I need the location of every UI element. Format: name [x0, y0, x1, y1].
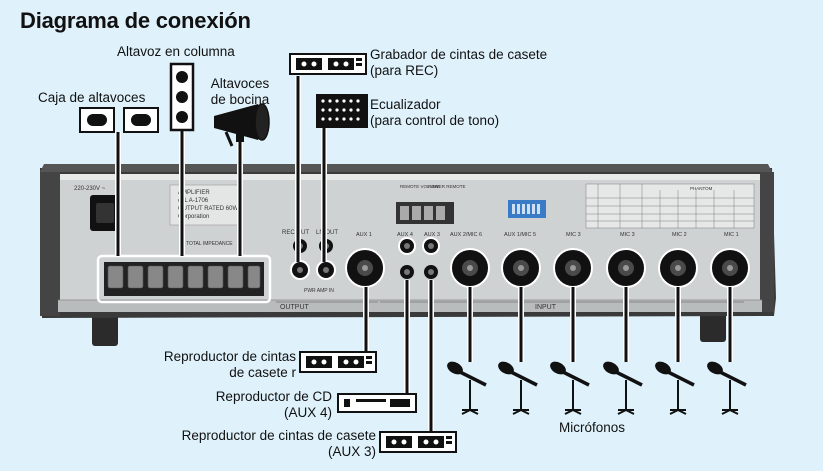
xlr-aux2mic6 [450, 248, 490, 288]
remote-volume-label: REMOTE VOLUME [400, 184, 440, 189]
label-cd-player-1: Reproductor de CD [215, 389, 332, 404]
power-remote-label: POWER REMOTE [428, 184, 466, 189]
cd-player-icon [337, 393, 417, 413]
phantom-settings-table [585, 183, 755, 229]
xlr-mic4 [553, 248, 593, 288]
microphone-icon [655, 361, 695, 415]
xlr-mic2 [658, 248, 698, 288]
mic4-label: MIC 3 [620, 232, 635, 238]
aux1-label: AUX 1 [356, 232, 372, 238]
aux3-jacks [422, 237, 440, 279]
phantom-label: PHANTOM [690, 186, 713, 191]
aux1mic5-label: AUX 1/MIC 5 [504, 232, 536, 238]
model-label-3: OUTPUT RATED 60W [178, 206, 238, 212]
model-label-1: AMPLIFIER [178, 190, 210, 196]
output-label: OUTPUT [280, 304, 310, 311]
xlr-aux1mic5 [501, 248, 541, 288]
microphone-icon [707, 361, 747, 415]
ln-out-label: LN OUT [316, 230, 338, 236]
aux4-jacks [398, 237, 416, 279]
equalizer-icon [316, 94, 368, 128]
label-column-speaker: Altavoz en columna [117, 44, 235, 59]
total-impedance-label: TOTAL IMPEDANCE [186, 241, 233, 247]
pwr-amp-in-label: PWR AMP IN [304, 288, 334, 294]
cassette-player-aux3-icon [379, 431, 457, 453]
amp-foot-right [700, 308, 726, 342]
cassette-player-r-icon [299, 351, 377, 373]
mic1-label: MIC 1 [724, 232, 739, 238]
microphone-icon [603, 361, 643, 415]
label-microphones: Micrófonos [559, 420, 626, 435]
amp-foot-left [92, 312, 118, 346]
aux3-label: AUX 3 [424, 232, 440, 238]
model-label-4: Corporation [178, 214, 209, 220]
microphone-icons [447, 361, 747, 415]
label-cassette-player-r-1: Reproductor de cintas [163, 349, 296, 364]
model-label-2: ceL A-1706 [178, 198, 209, 204]
label-cassette-player-r-2: de casete r [229, 365, 296, 380]
xlr-aux1 [345, 248, 385, 288]
label-cassette-recorder-1: Grabador de cintas de casete [370, 47, 548, 62]
horn-speaker-icon [214, 103, 270, 147]
cassette-recorder-icon [289, 53, 367, 75]
microphone-icon [447, 361, 487, 415]
microphone-icon [498, 361, 538, 415]
input-label: INPUT [535, 304, 557, 311]
column-speaker-icon [169, 62, 195, 132]
label-cassette-recorder-2: (para REC) [370, 63, 439, 78]
mic3-label: MIC 3 [566, 232, 581, 238]
label-cassette-player-aux3-2: (AUX 3) [327, 444, 376, 459]
label-horn-speaker-1: Altavoces [210, 76, 270, 91]
speaker-box-icon [79, 107, 159, 133]
microphone-icon [550, 361, 590, 415]
label-cassette-player-aux3-1: Reproductor de cintas de casete [181, 428, 376, 443]
label-horn-speaker-2: de bocina [210, 92, 270, 107]
mic2-label: MIC 2 [672, 232, 687, 238]
input-xlr-jacks [345, 248, 750, 288]
diagram-title: Diagrama de conexión [20, 8, 251, 33]
label-speaker-box: Caja de altavoces [38, 90, 146, 105]
voltage-label: 220-230V ~ [74, 186, 106, 192]
cables [115, 76, 733, 444]
xlr-mic1 [710, 248, 750, 288]
label-equalizer-2: (para control de tono) [370, 113, 500, 128]
aux2mic6-label: AUX 2/MIC 6 [450, 232, 482, 238]
aux4-label: AUX 4 [397, 232, 413, 238]
xlr-mic3 [606, 248, 646, 288]
label-equalizer-1: Ecualizador [370, 97, 441, 112]
label-cd-player-2: (AUX 4) [283, 405, 332, 420]
